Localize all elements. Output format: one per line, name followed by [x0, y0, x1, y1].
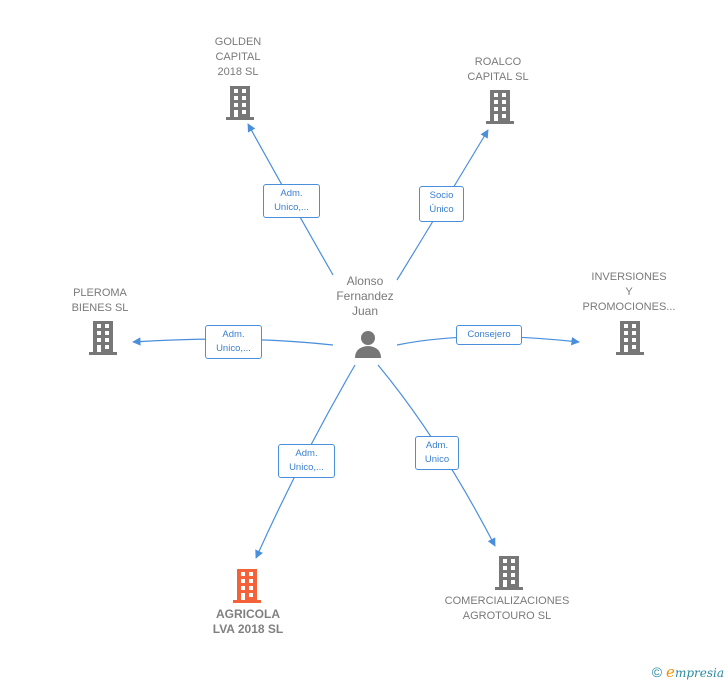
building-icon[interactable] [484, 90, 516, 124]
building-icon[interactable] [493, 556, 525, 590]
building-icon[interactable] [87, 321, 119, 355]
edge-label-pleroma[interactable]: Adm. Unico,... [205, 325, 262, 359]
building-icon[interactable] [224, 86, 256, 120]
brand-logo: empresia [666, 663, 724, 681]
edge-label-inversiones[interactable]: Consejero [456, 325, 522, 345]
building-icon-highlighted[interactable] [231, 569, 263, 603]
company-label-golden[interactable]: GOLDEN CAPITAL 2018 SL [214, 36, 262, 78]
person-name[interactable]: Alonso Fernandez Juan [336, 274, 394, 318]
company-label-pleroma[interactable]: PLEROMA BIENES SL [71, 287, 129, 314]
company-label-comercializaciones[interactable]: COMERCIALIZACIONES AGROTOURO SL [444, 595, 570, 622]
edge-label-roalco[interactable]: Socio Único [419, 186, 464, 222]
company-label-agricola[interactable]: AGRICOLA LVA 2018 SL [212, 607, 284, 636]
company-label-roalco[interactable]: ROALCO CAPITAL SL [467, 56, 529, 83]
copyright-icon: © [651, 664, 663, 680]
edge-label-agricola[interactable]: Adm. Unico,... [278, 444, 335, 478]
footer-brand: © empresia [652, 663, 724, 681]
building-icon[interactable] [614, 321, 646, 355]
person-icon[interactable] [353, 329, 383, 359]
company-label-inversiones[interactable]: INVERSIONES Y PROMOCIONES... [582, 271, 676, 313]
edge-label-golden[interactable]: Adm. Unico,... [263, 184, 320, 218]
edge-label-comercializaciones[interactable]: Adm. Unico [415, 436, 459, 470]
